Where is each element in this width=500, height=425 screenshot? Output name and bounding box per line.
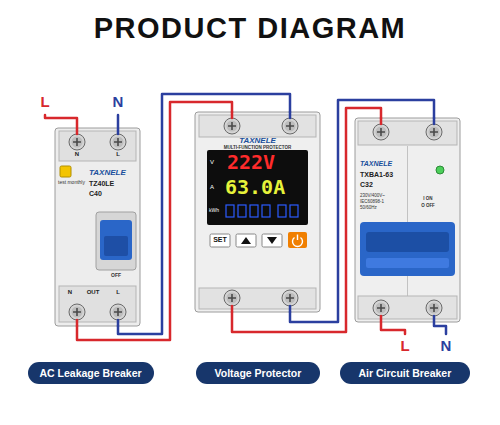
device-text: A xyxy=(210,184,214,191)
device-text: SET xyxy=(210,236,230,244)
wire xyxy=(45,112,446,334)
leakage-breaker-body xyxy=(110,304,126,320)
voltage-protector-body xyxy=(210,234,230,247)
voltage-protector-body xyxy=(199,288,316,309)
terminal-label: L xyxy=(116,151,120,158)
leakage-breaker-body xyxy=(104,236,128,256)
device-text: TAXNELE xyxy=(195,136,320,145)
lcd-display: V 222V A 63.0A kWh xyxy=(207,150,308,225)
wire xyxy=(381,316,405,334)
lcd-segments xyxy=(290,205,298,217)
wire xyxy=(45,115,77,134)
terminal-label: L xyxy=(116,289,120,296)
voltage-protector-body xyxy=(207,150,308,225)
circuit-breaker-body xyxy=(360,222,455,276)
voltage-protector-body xyxy=(236,234,256,247)
voltage-protector-body xyxy=(224,118,240,134)
caption-pill: Air Circuit Breaker xyxy=(340,362,470,384)
leakage-breaker-body xyxy=(55,128,140,326)
device-text: 50/60Hz xyxy=(360,205,377,210)
voltage-protector-body xyxy=(224,290,240,306)
lcd-segments xyxy=(226,205,298,217)
leakage-breaker-body xyxy=(110,134,126,150)
lcd-segments xyxy=(250,205,258,217)
wire xyxy=(118,94,290,334)
terminal-label: N xyxy=(68,289,72,296)
circuit-breaker-body xyxy=(358,296,457,319)
leakage-breaker: TAXNELE TZ40LE C40 test monthly xyxy=(55,128,140,326)
voltage-protector-body xyxy=(288,232,307,248)
circuit-breaker-body xyxy=(436,166,444,174)
terminal-label: L xyxy=(40,93,49,110)
wire xyxy=(117,115,120,134)
circuit-breaker-body xyxy=(426,300,442,316)
leakage-breaker-body xyxy=(59,286,136,322)
terminal-label: I ON xyxy=(423,196,432,201)
circuit-breaker-body xyxy=(355,118,460,322)
voltage-protector-body xyxy=(297,235,298,241)
lcd-segments xyxy=(238,205,246,217)
circuit-breaker-body xyxy=(373,300,389,316)
leakage-breaker-body xyxy=(96,212,136,270)
lcd-segments xyxy=(226,205,234,217)
circuit-breaker-body xyxy=(373,124,389,140)
voltage-protector-body xyxy=(267,237,277,244)
device-text: 230V/400V~ xyxy=(360,193,385,198)
leakage-breaker-body xyxy=(69,304,85,320)
leakage-breaker-body xyxy=(69,134,85,150)
voltage-protector: TAXNELEMULTI-FUNCTION PROTECTOR SET V 222V A… xyxy=(195,112,320,312)
voltage-protector-body xyxy=(282,118,298,134)
device-text: MULTI-FUNCTION PROTECTOR xyxy=(195,145,320,150)
circuit-breaker-body xyxy=(358,121,457,145)
diagram-title: PRODUCT DIAGRAM xyxy=(0,12,500,45)
caption-pill: Voltage Protector xyxy=(196,362,320,384)
device-text: 222V xyxy=(227,151,275,174)
terminal-label: OUT xyxy=(87,289,100,296)
device-text: test monthly xyxy=(58,180,85,186)
device-text: C32 xyxy=(360,181,373,189)
device-text: 63.0A xyxy=(225,176,285,199)
device-text: V xyxy=(210,159,214,166)
device-text: IEC60898-1 xyxy=(360,199,384,204)
terminal-label: N xyxy=(113,93,124,110)
caption-pill: AC Leakage Breaker xyxy=(28,362,154,384)
voltage-protector-body xyxy=(199,115,316,137)
wire xyxy=(434,316,446,334)
voltage-protector-body xyxy=(195,112,320,312)
pill-label: Air Circuit Breaker xyxy=(359,367,452,379)
lcd-segments xyxy=(278,205,286,217)
device-text: TZ40LE xyxy=(89,180,114,188)
pill-label: Voltage Protector xyxy=(215,367,302,379)
circuit-breaker-body xyxy=(366,258,449,268)
leakage-breaker-body xyxy=(60,166,71,177)
device-text: TAXNELE xyxy=(89,168,126,177)
terminal-label: L xyxy=(400,337,409,354)
circuit-breaker-body xyxy=(426,124,442,140)
device-text: TXBA1-63 xyxy=(360,171,393,179)
voltage-protector-body xyxy=(241,237,251,244)
circuit-breaker-body xyxy=(355,118,460,322)
voltage-protector-body xyxy=(282,290,298,306)
pill-label: AC Leakage Breaker xyxy=(40,367,142,379)
circuit-breaker-body xyxy=(366,232,449,252)
circuit-breaker: TAXNELE TXBA1-63C32 230V/400V~IEC60898-150… xyxy=(355,118,460,322)
voltage-protector-body xyxy=(262,234,282,247)
leakage-breaker-body xyxy=(100,220,132,260)
device-text: kWh xyxy=(209,208,219,214)
terminal-label: N xyxy=(441,337,452,354)
device-text: TAXNELE xyxy=(360,160,392,168)
voltage-protector-body xyxy=(195,112,320,312)
leakage-breaker-body xyxy=(55,128,140,326)
terminal-label: N xyxy=(75,151,79,158)
terminal-label: O OFF xyxy=(421,203,435,208)
leakage-breaker-body xyxy=(59,131,136,161)
wire xyxy=(77,102,232,340)
terminal-label: OFF xyxy=(111,273,121,279)
wire xyxy=(290,100,434,322)
lcd-segments xyxy=(262,205,270,217)
device-text: C40 xyxy=(89,190,102,198)
